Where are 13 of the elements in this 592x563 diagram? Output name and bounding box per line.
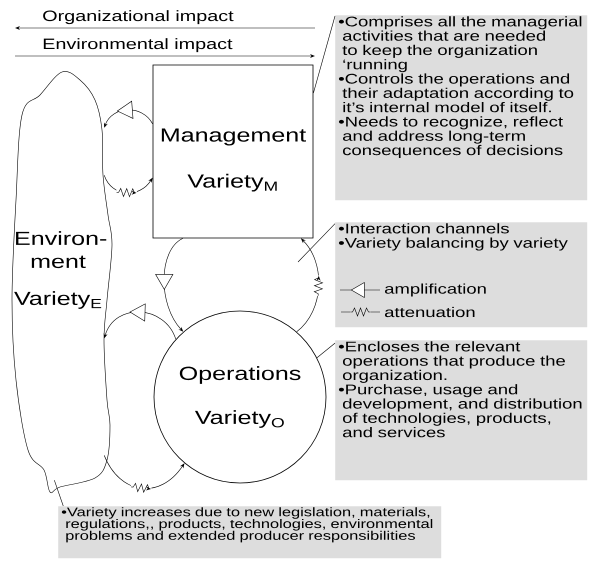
attenuator-connector — [104, 455, 184, 494]
legend-text: amplification — [385, 283, 486, 297]
leader-line — [54, 480, 64, 506]
callout-box: •Comprises all the managerial activities that are needed to keep the organization ‘running •Controls the operations and their adaptation according to it’s internal model of itself. •Needs to recognize, reflect and address long-term consequences of decisions — [335, 15, 588, 200]
leader-line — [298, 223, 336, 262]
leader-line — [316, 342, 336, 358]
direction-label: Organizational impact — [43, 10, 234, 24]
leader-line — [313, 16, 336, 94]
callout-box: •Variety increases due to new legislation, materials, regulations,, products, technologies, environmental problems and extended producer responsibilities — [58, 506, 442, 558]
direction-label: Environmental impact — [44, 38, 232, 52]
management-box: Management Variety$_{M}$ — [152, 64, 314, 238]
callout-box: •Encloses the relevant operations that produce the organization. •Purchase, usage and development, and distribution of technologies, products, and services — [335, 340, 588, 480]
legend-text: attenuation — [385, 306, 474, 318]
